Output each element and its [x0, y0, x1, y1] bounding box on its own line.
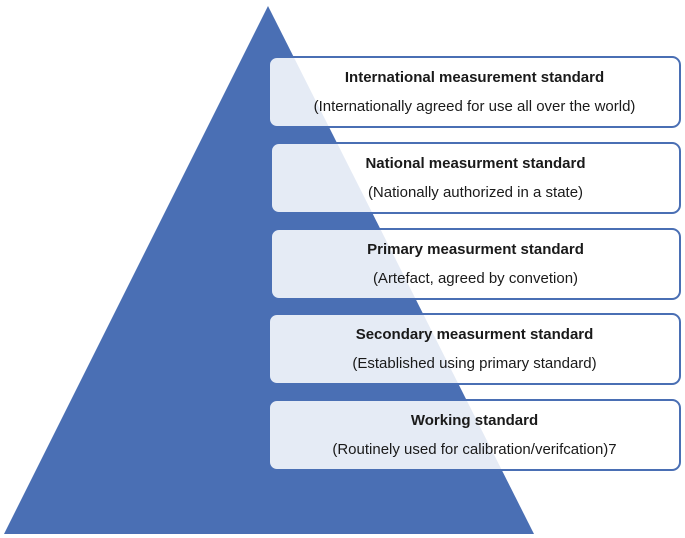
- level-description: (Internationally agreed for use all over…: [313, 98, 636, 115]
- level-secondary: Secondary measurment standard (Establish…: [268, 313, 681, 385]
- level-title: National measurment standard: [365, 155, 586, 172]
- level-international: International measurement standard (Inte…: [268, 56, 681, 128]
- level-title: Secondary measurment standard: [355, 326, 594, 343]
- level-title: International measurement standard: [344, 69, 605, 86]
- level-primary: Primary measurment standard (Artefact, a…: [270, 228, 681, 300]
- level-description: (Artefact, agreed by convetion): [372, 270, 579, 287]
- level-title: Working standard: [410, 412, 539, 429]
- level-working: Working standard (Routinely used for cal…: [268, 399, 681, 471]
- level-description: (Nationally authorized in a state): [367, 184, 584, 201]
- level-title: Primary measurment standard: [367, 241, 584, 258]
- level-description: (Established using primary standard): [352, 355, 597, 372]
- level-description: (Routinely used for calibration/verifcat…: [332, 441, 617, 458]
- level-national: National measurment standard (Nationally…: [270, 142, 681, 214]
